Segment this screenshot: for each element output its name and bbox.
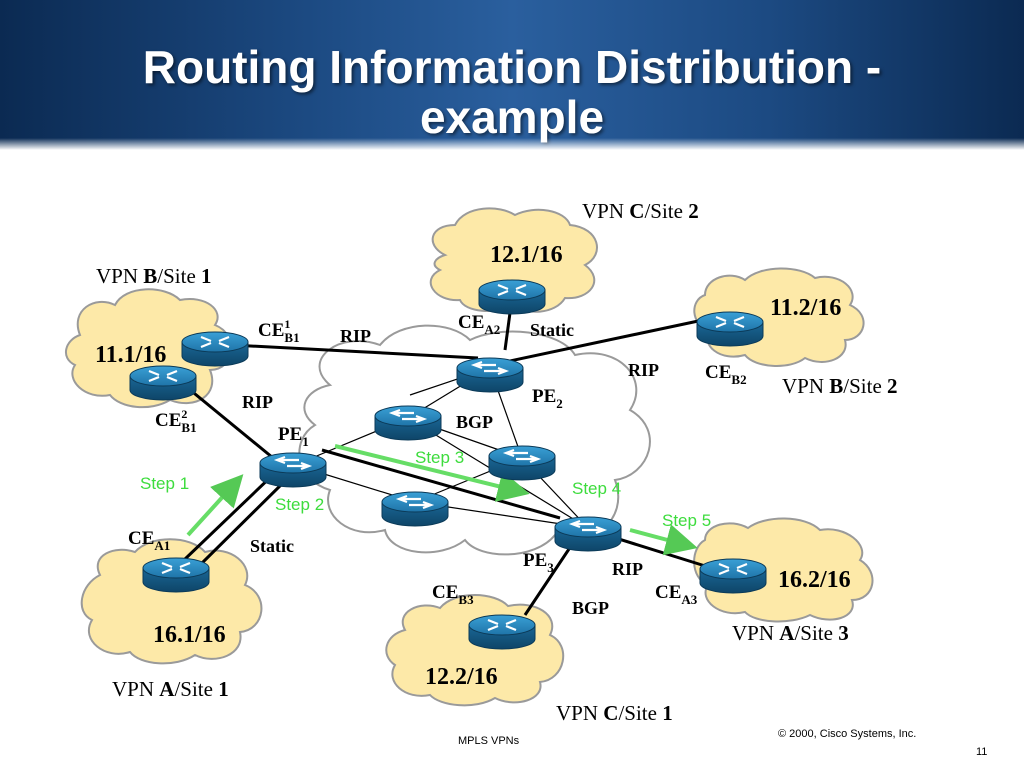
step-label-4: Step 4 — [572, 479, 621, 498]
node-label-ce-a2: CEA2 — [458, 312, 500, 337]
router-ce-b2-router-icon — [696, 311, 764, 347]
proto-label-rip-ce1b1: RIP — [340, 326, 371, 346]
proto-label-static-cea1: Static — [250, 536, 294, 556]
site-label-vpn-a-site3: VPN A/Site 3 — [732, 621, 849, 645]
site-cloud-vpn-a-site3 — [693, 517, 874, 623]
net-label-12-1: 12.1/16 — [490, 242, 563, 268]
step-label-5: Step 5 — [662, 511, 711, 530]
node-label-ce-b3: CEB3 — [432, 582, 474, 607]
node-label-ce-a3: CEA3 — [655, 582, 698, 607]
router-ce-a3-router-icon — [699, 558, 767, 594]
site-label-vpn-c-site1: VPN C/Site 1 — [556, 701, 673, 725]
attachment-links — [177, 297, 719, 616]
slide-title-line-1: Routing Information Distribution - — [142, 41, 882, 93]
node-label-ce-b2: CEB2 — [705, 362, 747, 387]
net-label-11-2: 11.2/16 — [770, 295, 841, 321]
step-arrows — [186, 444, 698, 556]
proto-label-static-cea2: Static — [530, 320, 574, 340]
proto-label-rip-cea3: RIP — [612, 559, 643, 579]
step-label-1: Step 1 — [140, 474, 189, 493]
node-label-pe3: PE3 — [523, 550, 554, 575]
site-label-vpn-c-site2: VPN C/Site 2 — [582, 199, 699, 223]
site-label-vpn-b-site1: VPN B/Site 1 — [96, 264, 212, 288]
router-p-right-switch-icon — [488, 445, 556, 481]
router-ce-a2-router-icon — [478, 279, 546, 315]
site-cloud-vpn-a-site1 — [80, 538, 263, 665]
node-label-pe1: PE1 — [278, 424, 309, 449]
site-label-vpn-b-site2: VPN B/Site 2 — [782, 374, 898, 398]
proto-label-bgp-core: BGP — [456, 412, 493, 432]
router-ce-a1-router-icon — [142, 557, 210, 593]
proto-label-rip-ce2b1: RIP — [242, 392, 273, 412]
router-p-upper-left-switch-icon — [374, 405, 442, 441]
node-label-pe2: PE2 — [532, 386, 563, 411]
router-pe2-switch-icon — [456, 357, 524, 393]
router-ce1-b1-router-icon — [181, 331, 249, 367]
router-ce2-b1-router-icon — [129, 365, 197, 401]
proto-label-rip-ceb2: RIP — [628, 360, 659, 380]
footer-page-number: 11 — [976, 746, 988, 758]
site-cloud-vpn-c-site2 — [429, 207, 598, 313]
router-p-lower-left-switch-icon — [381, 491, 449, 527]
node-label-ce-a1: CEA1 — [128, 528, 170, 553]
title-banner: Routing Information Distribution - examp… — [0, 0, 1024, 150]
net-label-12-2: 12.2/16 — [425, 664, 498, 690]
footer-course: MPLS VPNs — [458, 735, 520, 747]
slide-title-line-2: example — [419, 91, 605, 143]
net-label-16-1: 16.1/16 — [153, 622, 226, 648]
proto-label-bgp-ceb3: BGP — [572, 598, 609, 618]
step-label-3: Step 3 — [415, 448, 464, 467]
router-pe3-switch-icon — [554, 516, 622, 552]
router-ce-b3-router-icon — [468, 614, 536, 650]
site-label-vpn-a-site1: VPN A/Site 1 — [112, 677, 229, 701]
net-label-16-2: 16.2/16 — [778, 567, 851, 593]
step-label-2: Step 2 — [275, 495, 324, 514]
footer-copyright: © 2000, Cisco Systems, Inc. — [778, 728, 917, 740]
router-pe1-switch-icon — [259, 452, 327, 488]
net-label-11-1: 11.1/16 — [95, 342, 166, 368]
